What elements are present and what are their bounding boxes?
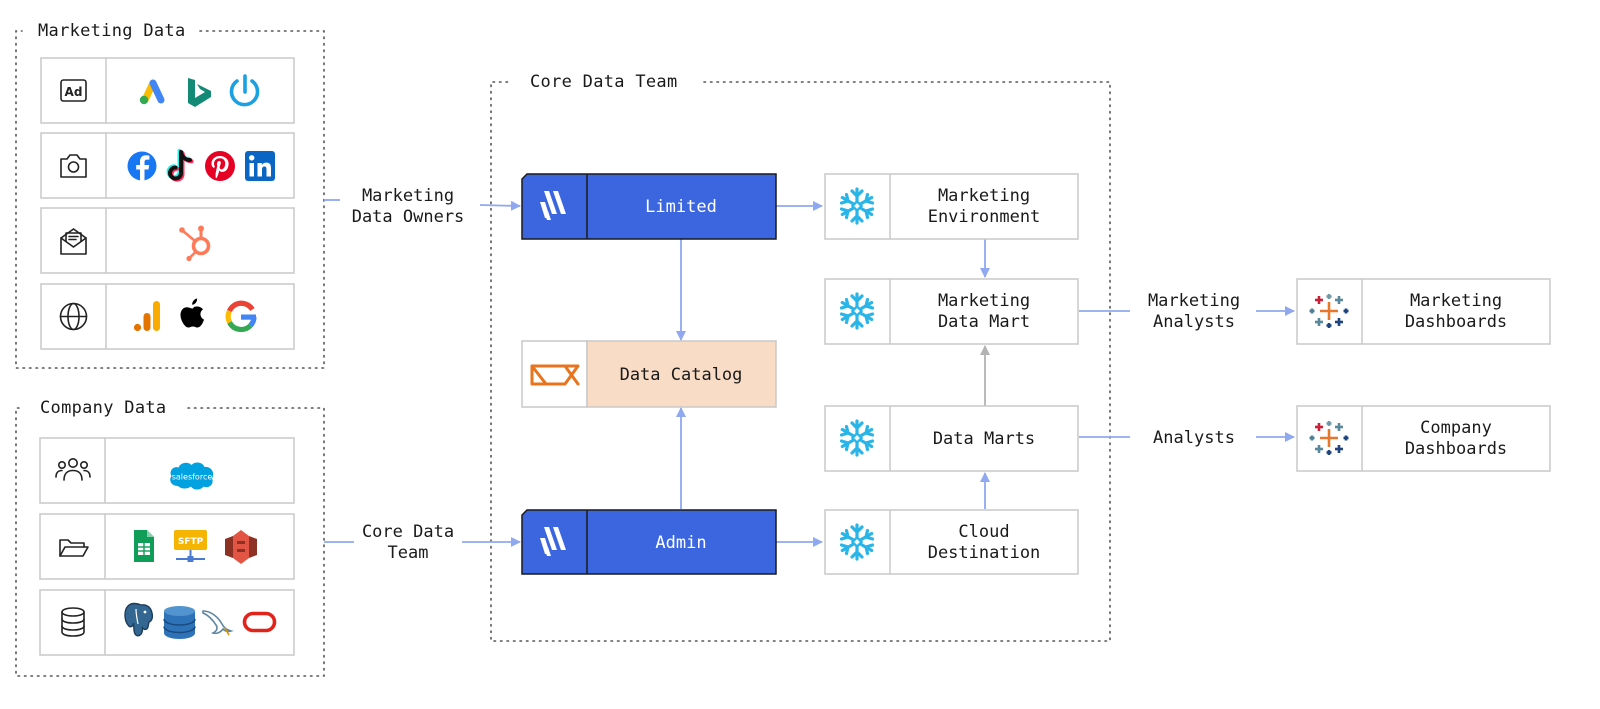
internal-arrows (676, 201, 990, 547)
apple-logo (180, 298, 204, 328)
social-source-row (40, 132, 295, 199)
ads-source-row: Ad (40, 57, 295, 124)
google-analytics-logo (133, 301, 160, 332)
marketing-data-owners-label-line1: Marketing (362, 186, 454, 206)
pinterest-logo (205, 151, 235, 181)
marketing-analysts-edge: Marketing Analysts (1079, 291, 1295, 332)
bing-logo (188, 78, 211, 107)
dynamodb-logo (163, 606, 196, 639)
svg-text:SFTP: SFTP (178, 537, 204, 547)
camera-icon (60, 154, 87, 178)
marketing-analysts-label-line2: Analysts (1153, 312, 1235, 332)
marketing-dashboards-node: Marketing Dashboards (1296, 278, 1551, 345)
marketing-data-mart-node: Marketing Data Mart (824, 278, 1079, 345)
core-data-team-edge: Core Data Team (324, 522, 521, 563)
crm-source-row: salesforce (39, 437, 295, 504)
core-data-team-title: Core Data Team (530, 72, 678, 92)
postgresql-logo (124, 602, 154, 637)
email-source-row (40, 207, 295, 274)
analysts-edge: Analysts (1079, 428, 1295, 448)
marketing-data-mart-label-line2: Data Mart (938, 312, 1030, 332)
marketing-data-owners-label-line2: Data Owners (352, 207, 465, 227)
hubspot-logo (179, 225, 211, 262)
company-dashboards-node: Company Dashboards (1296, 405, 1551, 472)
data-marts-node: Data Marts (824, 405, 1079, 472)
limited-node: Limited (521, 173, 777, 240)
core-data-team-label-line2: Team (388, 543, 429, 563)
marketing-data-title: Marketing Data (38, 21, 186, 41)
svg-text:salesforce: salesforce (172, 473, 213, 482)
power-icon-logo (229, 74, 260, 107)
marketing-dashboards-label-line1: Marketing (1410, 291, 1502, 311)
files-source-row: SFTP (39, 513, 295, 580)
database-icon (61, 607, 85, 637)
mysql-logo (202, 610, 234, 636)
cloud-destination-node: Cloud Destination (824, 509, 1079, 575)
sftp-logo: SFTP (174, 530, 207, 562)
admin-node: Admin (521, 509, 777, 575)
marketing-environment-label-line1: Marketing (938, 186, 1030, 206)
marketing-data-owners-edge: Marketing Data Owners (324, 186, 521, 227)
mail-icon (60, 228, 87, 255)
company-data-title: Company Data (40, 398, 166, 418)
marketing-dashboards-label-line2: Dashboards (1405, 312, 1507, 332)
marketing-environment-node: Marketing Environment (824, 173, 1079, 240)
svg-text:Ad: Ad (65, 85, 83, 99)
ad-icon: Ad (60, 79, 87, 102)
linkedin-logo (245, 151, 275, 181)
data-catalog-node: Data Catalog (521, 340, 777, 408)
marketing-environment-label-line2: Environment (928, 207, 1041, 227)
cloud-destination-label-line2: Destination (928, 543, 1041, 563)
oracle-logo (242, 611, 277, 633)
web-source-row (40, 283, 295, 350)
amazon-s3-logo (225, 530, 257, 564)
analysts-label: Analysts (1153, 428, 1235, 448)
core-data-team-group: Core Data Team (490, 72, 1111, 642)
users-icon (55, 457, 91, 481)
google-sheets-logo (134, 530, 154, 562)
marketing-analysts-label-line1: Marketing (1148, 291, 1240, 311)
bowtie-icon (530, 364, 580, 386)
limited-label: Limited (645, 197, 717, 217)
company-dashboards-label-line2: Dashboards (1405, 439, 1507, 459)
facebook-logo (127, 151, 157, 181)
admin-label: Admin (655, 533, 706, 553)
core-data-team-label-line1: Core Data (362, 522, 454, 542)
folder-icon (59, 539, 89, 557)
marketing-data-mart-label-line1: Marketing (938, 291, 1030, 311)
data-marts-label: Data Marts (933, 429, 1035, 449)
tiktok-logo (166, 148, 194, 182)
cloud-destination-label-line1: Cloud (958, 522, 1009, 542)
globe-icon (59, 302, 88, 331)
data-catalog-label: Data Catalog (620, 365, 743, 385)
company-data-group: Company Data (15, 398, 325, 677)
company-dashboards-label-line1: Company (1420, 418, 1492, 438)
marketing-data-group: Marketing Data (15, 21, 325, 369)
database-source-row (39, 589, 295, 656)
google-ads-logo (139, 79, 165, 105)
salesforce-logo: salesforce (170, 462, 214, 490)
google-logo (225, 300, 257, 333)
